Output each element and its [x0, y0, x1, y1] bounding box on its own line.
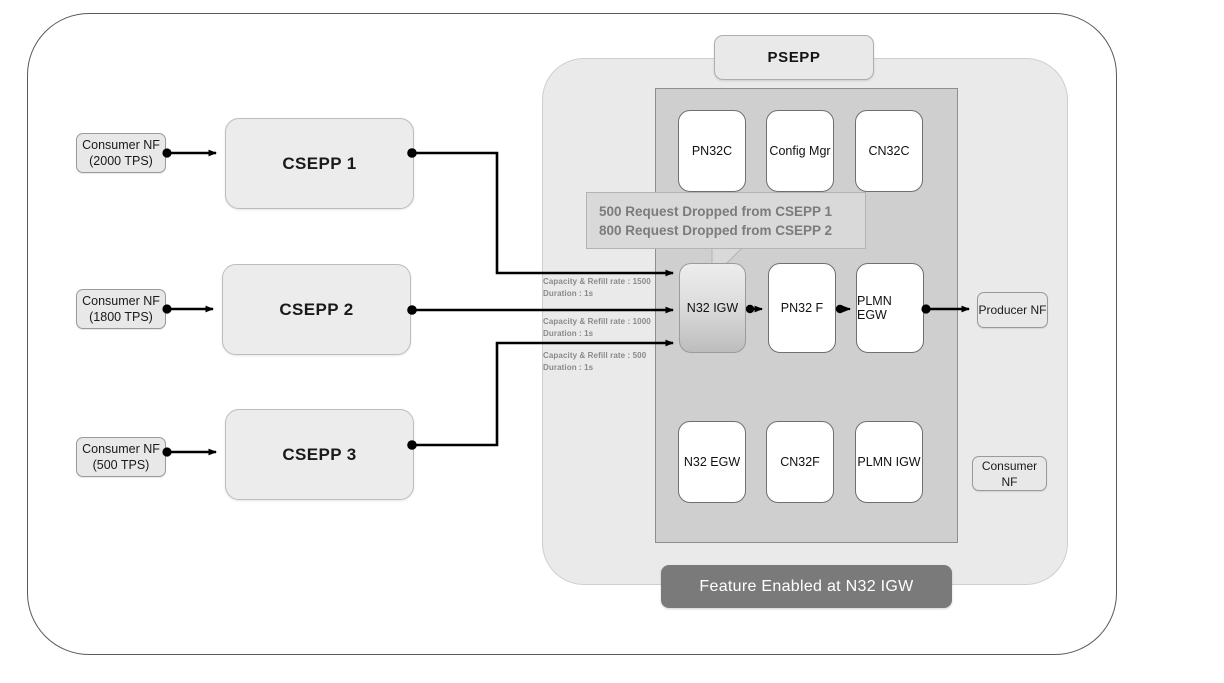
consumer-nf-3-tps: (500 TPS): [92, 458, 150, 472]
module-n32-egw-label: N32 EGW: [683, 455, 741, 469]
module-pn32c[interactable]: PN32C: [678, 110, 746, 192]
module-plmn-egw-label: PLMN EGW: [857, 294, 892, 322]
module-n32-igw[interactable]: N32 IGW: [679, 263, 746, 353]
module-cn32c-label: CN32C: [868, 144, 910, 158]
module-cn32f-label: CN32F: [780, 455, 820, 469]
csepp-3-box: CSEPP 3: [225, 409, 414, 500]
consumer-nf-3-name: Consumer NF: [82, 442, 160, 456]
outer-frame: [27, 13, 1117, 655]
producer-nf-box: Producer NF: [977, 292, 1048, 328]
annotation-csepp-1-duration: Duration : 1s: [543, 289, 594, 298]
csepp-1-label: CSEPP 1: [282, 153, 357, 173]
module-pn32-f[interactable]: PN32 F: [768, 263, 836, 353]
annotation-csepp-1-capacity: Capacity & Refill rate : 1500: [543, 277, 651, 286]
dropped-requests-callout: 500 Request Dropped from CSEPP 1 800 Req…: [586, 192, 866, 249]
consumer-nf-2: Consumer NF (1800 TPS): [76, 289, 166, 329]
csepp-2-box: CSEPP 2: [222, 264, 411, 355]
consumer-nf-1-tps: (2000 TPS): [89, 154, 153, 168]
annotation-csepp-3: Capacity & Refill rate : 500 Duration : …: [543, 350, 646, 374]
module-n32-egw[interactable]: N32 EGW: [678, 421, 746, 503]
consumer-nf-side-box: Consumer NF: [972, 456, 1047, 491]
psepp-title-label: PSEPP: [767, 49, 821, 66]
consumer-nf-3: Consumer NF (500 TPS): [76, 437, 166, 477]
psepp-title-tab: PSEPP: [714, 35, 874, 80]
csepp-3-label: CSEPP 3: [282, 444, 357, 464]
module-config-mgr[interactable]: Config Mgr: [766, 110, 834, 192]
producer-nf-label: Producer NF: [978, 303, 1047, 317]
feature-banner: Feature Enabled at N32 IGW: [661, 565, 952, 608]
annotation-csepp-1: Capacity & Refill rate : 1500 Duration :…: [543, 276, 651, 300]
module-plmn-egw[interactable]: PLMN EGW: [856, 263, 924, 353]
annotation-csepp-2-capacity: Capacity & Refill rate : 1000: [543, 317, 651, 326]
consumer-nf-2-tps: (1800 TPS): [89, 310, 153, 324]
consumer-nf-side-label: Consumer NF: [981, 458, 1038, 489]
annotation-csepp-2-duration: Duration : 1s: [543, 329, 594, 338]
callout-line-1: 500 Request Dropped from CSEPP 1: [599, 204, 833, 219]
annotation-csepp-3-capacity: Capacity & Refill rate : 500: [543, 351, 647, 360]
module-plmn-igw[interactable]: PLMN IGW: [855, 421, 923, 503]
consumer-nf-1-name: Consumer NF: [82, 138, 160, 152]
csepp-1-box: CSEPP 1: [225, 118, 414, 209]
module-n32-igw-label: N32 IGW: [686, 301, 739, 315]
module-cn32f[interactable]: CN32F: [766, 421, 834, 503]
module-config-mgr-label: Config Mgr: [769, 144, 831, 158]
module-cn32c[interactable]: CN32C: [855, 110, 923, 192]
module-pn32-f-label: PN32 F: [780, 301, 824, 315]
module-plmn-igw-label: PLMN IGW: [857, 455, 921, 469]
csepp-2-label: CSEPP 2: [279, 299, 354, 319]
module-pn32c-label: PN32C: [691, 144, 733, 158]
consumer-nf-2-name: Consumer NF: [82, 294, 160, 308]
annotation-csepp-2: Capacity & Refill rate : 1000 Duration :…: [543, 316, 651, 340]
feature-banner-label: Feature Enabled at N32 IGW: [699, 577, 914, 595]
consumer-nf-1: Consumer NF (2000 TPS): [76, 133, 166, 173]
callout-line-2: 800 Request Dropped from CSEPP 2: [599, 223, 833, 238]
annotation-csepp-3-duration: Duration : 1s: [543, 363, 594, 372]
